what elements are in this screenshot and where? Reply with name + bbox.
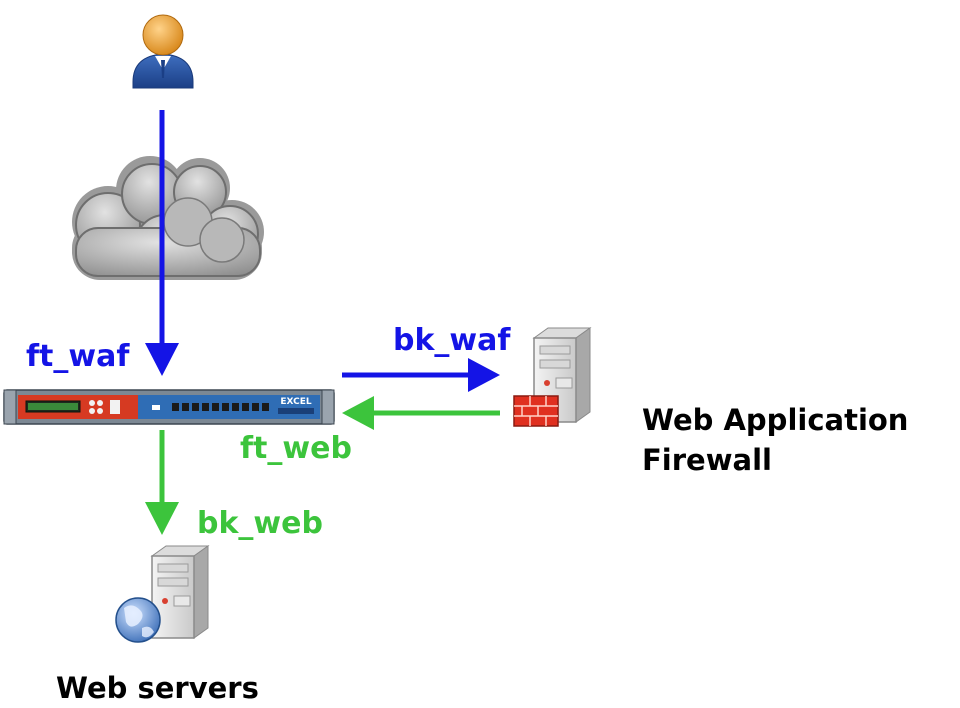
waf-label-line1: Web Application bbox=[642, 403, 908, 437]
request-arrow-lb-to-waf bbox=[342, 358, 500, 392]
cloud-icon bbox=[72, 156, 264, 280]
appliance-brand-label: EXCEL bbox=[280, 397, 312, 407]
request-arrow-user-to-lb bbox=[145, 110, 179, 376]
backend-waf-label: bk_waf bbox=[393, 323, 511, 358]
user-icon bbox=[132, 14, 194, 89]
web-server-icon bbox=[115, 545, 210, 643]
load-balancer-appliance-icon: EXCEL bbox=[3, 389, 335, 425]
frontend-web-label: ft_web bbox=[240, 431, 352, 466]
web-servers-label: Web servers bbox=[56, 671, 259, 705]
response-arrow-waf-to-lb bbox=[342, 396, 500, 430]
response-arrow-lb-to-web bbox=[145, 430, 179, 535]
backend-web-label: bk_web bbox=[197, 506, 323, 541]
waf-label-line2: Firewall bbox=[642, 443, 772, 477]
frontend-waf-label: ft_waf bbox=[26, 339, 130, 374]
firewall-server-icon bbox=[513, 327, 592, 427]
